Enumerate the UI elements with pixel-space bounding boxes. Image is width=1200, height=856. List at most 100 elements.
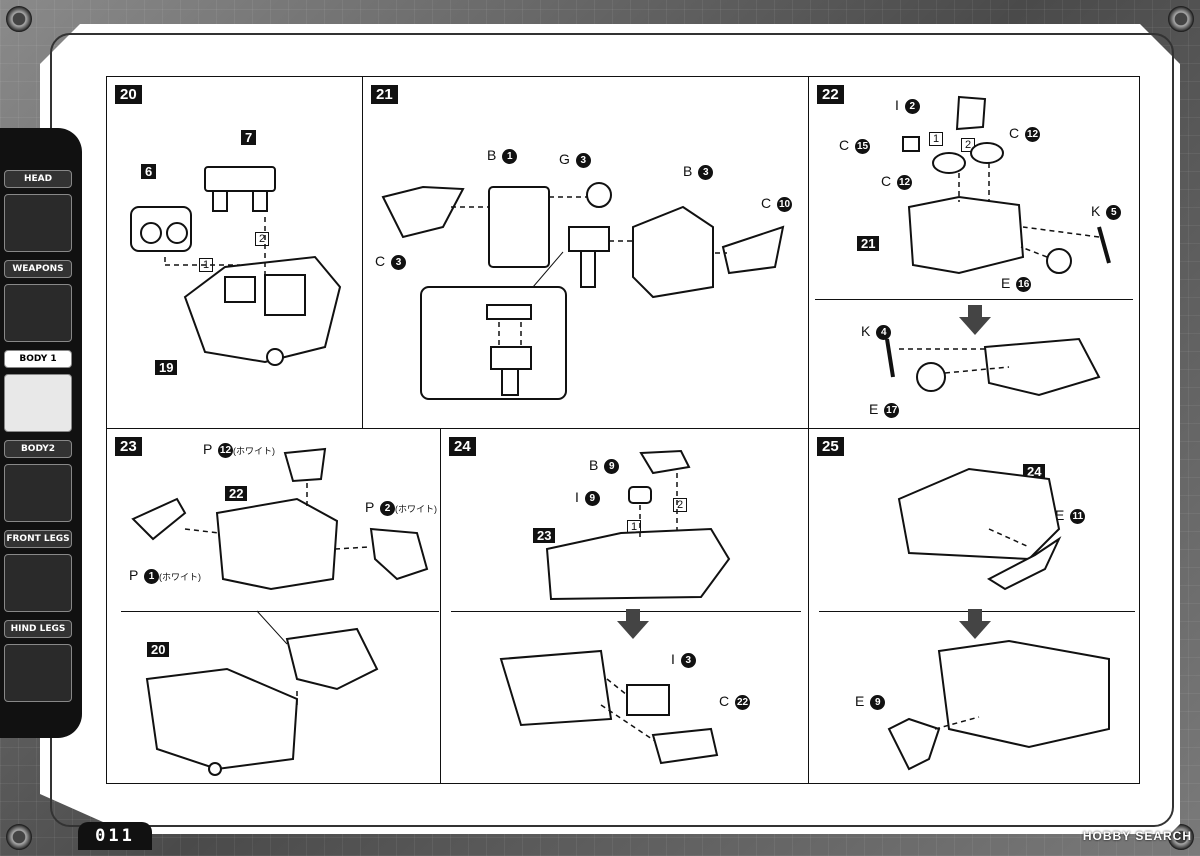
part-number: 16 [1016, 276, 1032, 292]
watermark: HOBBY SEARCH [1082, 829, 1192, 843]
runner-letter: C [761, 195, 772, 211]
part-number: 12 [217, 442, 233, 458]
step-number: 20 [115, 85, 142, 104]
part-number: 12 [897, 174, 913, 190]
runner-letter: I [575, 489, 579, 505]
nav-label: FRONT LEGS [4, 530, 72, 548]
part-number: 1 [143, 568, 159, 584]
runner-letter: K [1091, 203, 1101, 219]
page-number: 011 [78, 822, 152, 850]
part-number: 4 [876, 324, 892, 340]
step-number: 22 [817, 85, 844, 104]
front-legs-thumbnail-icon [4, 554, 72, 612]
runner-letter: B [683, 163, 693, 179]
runner-letter: B [487, 147, 497, 163]
corner-bolt-icon [1168, 6, 1194, 32]
order-marker: 1 [929, 132, 944, 146]
part-number: 3 [391, 254, 407, 270]
nav-item-body1[interactable]: BODY 1 [4, 350, 72, 432]
runner-letter: I [895, 97, 899, 113]
part-number: 9 [870, 694, 886, 710]
step-22-panel: 22 I 2 C 15 C 12 C 12 K 5 E 16 21 1 2 K … [808, 76, 1140, 430]
corner-bolt-icon [6, 6, 32, 32]
body1-thumbnail-icon [4, 374, 72, 432]
part-number: 21 [857, 236, 880, 251]
nav-item-hind-legs[interactable]: HIND LEGS [4, 620, 72, 702]
part-number: 19 [155, 360, 178, 375]
color-note: (ホワイト) [394, 503, 437, 514]
color-note: (ホワイト) [158, 571, 201, 582]
arrow-down-icon [959, 609, 991, 639]
assembly-drawing [130, 166, 342, 366]
part-number: 22 [735, 694, 751, 710]
assembly-drawing [131, 447, 429, 776]
part-number: 10 [777, 196, 793, 212]
runner-letter: P [129, 567, 139, 583]
part-number: 1 [502, 148, 518, 164]
assembly-drawing [885, 95, 1111, 397]
part-number: 12 [1025, 126, 1041, 142]
weapons-thumbnail-icon [4, 284, 72, 342]
part-number: 15 [855, 138, 871, 154]
step-number: 23 [115, 437, 142, 456]
step-21-panel: 21 B 1 G 3 B 3 C 10 C 3 C 8 C 9 [362, 76, 810, 430]
corner-bolt-icon [6, 824, 32, 850]
part-number: 6 [141, 164, 157, 179]
body2-thumbnail-icon [4, 464, 72, 522]
nav-label: BODY 1 [4, 350, 72, 368]
step-number: 24 [449, 437, 476, 456]
nav-item-front-legs[interactable]: FRONT LEGS [4, 530, 72, 612]
section-divider [121, 611, 439, 612]
part-number: 3 [698, 164, 714, 180]
part-number: 17 [884, 402, 900, 418]
part-number: 22 [225, 486, 248, 501]
hind-legs-thumbnail-icon [4, 644, 72, 702]
part-number: 24 [1023, 464, 1046, 479]
nav-item-head[interactable]: HEAD [4, 170, 72, 252]
part-number: 5 [1106, 204, 1122, 220]
runner-letter: C [375, 253, 386, 269]
arrow-down-icon [617, 609, 649, 639]
head-thumbnail-icon [4, 194, 72, 252]
step-25-panel: 25 24 E 11 E 9 [808, 428, 1140, 784]
assembly-drawing [887, 467, 1110, 771]
arrow-down-icon [959, 305, 991, 335]
part-number: 3 [575, 152, 591, 168]
step-20-panel: 20 7 6 19 1 2 [106, 76, 364, 430]
runner-letter: P [365, 499, 375, 515]
part-number: 3 [680, 652, 696, 668]
step-24-panel: 24 B 9 I 9 23 1 2 I 3 C 22 [440, 428, 810, 784]
part-number: 2 [379, 500, 395, 516]
runner-letter: E [869, 401, 879, 417]
part-number: 23 [533, 528, 556, 543]
step-23-panel: 23 P 12(ホワイト) P 2(ホワイト) P 1(ホワイト) 22 20 [106, 428, 442, 784]
part-number: 9 [604, 458, 620, 474]
nav-item-weapons[interactable]: WEAPONS [4, 260, 72, 342]
part-number: 2 [904, 98, 920, 114]
nav-item-body2[interactable]: BODY2 [4, 440, 72, 522]
section-divider [815, 299, 1133, 300]
runner-letter: E [1001, 275, 1011, 291]
runner-letter: G [559, 151, 570, 167]
part-number: 9 [584, 490, 600, 506]
runner-letter: K [861, 323, 871, 339]
runner-letter: I [671, 651, 675, 667]
nav-label: HIND LEGS [4, 620, 72, 638]
part-number: 20 [147, 642, 170, 657]
runner-letter: C [839, 137, 850, 153]
runner-letter: E [1055, 507, 1065, 523]
runner-letter: C [719, 693, 730, 709]
assembly-drawing [499, 449, 731, 765]
runner-letter: P [203, 441, 213, 457]
runner-letter: B [589, 457, 599, 473]
nav-label: HEAD [4, 170, 72, 188]
order-marker: 1 [199, 258, 214, 272]
step-number: 25 [817, 437, 844, 456]
color-note: (ホワイト) [232, 445, 275, 456]
part-number: 7 [241, 130, 257, 145]
assembly-drawing [381, 182, 785, 400]
step-number: 21 [371, 85, 398, 104]
section-nav: HEAD WEAPONS BODY 1 BODY2 FRONT LEGS HIN… [0, 128, 82, 738]
nav-label: BODY2 [4, 440, 72, 458]
runner-letter: C [881, 173, 892, 189]
